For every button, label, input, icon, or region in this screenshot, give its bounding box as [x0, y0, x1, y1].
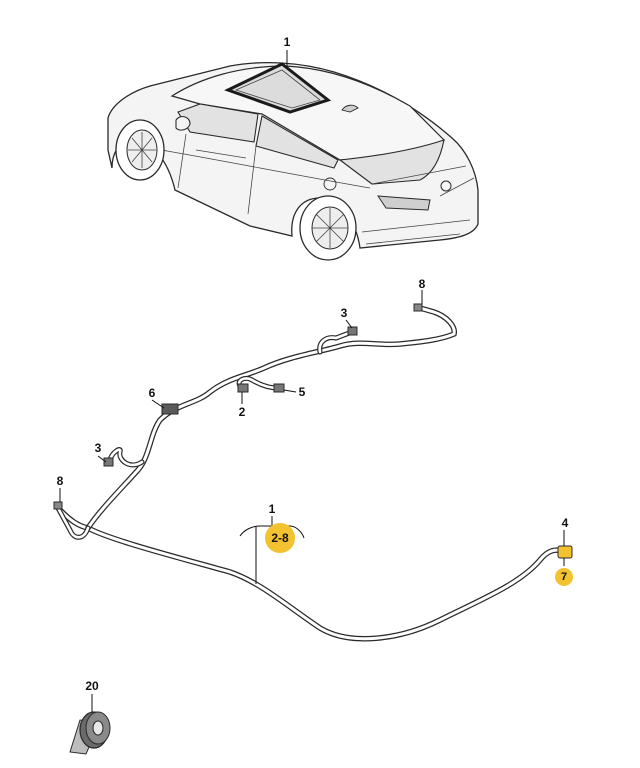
callout-connector-4: 4: [561, 516, 569, 530]
car-rear-wheel: [299, 195, 357, 261]
end-8-left: [53, 501, 63, 510]
connector-4: [557, 545, 573, 559]
callout-end-8-left: 8: [56, 474, 64, 488]
car-side-window-front: [177, 103, 259, 143]
car-front-wheel: [115, 119, 165, 181]
badge-hose-range: 2-8: [265, 523, 295, 553]
callout-tape-20: 20: [85, 679, 99, 693]
car-rear-window: [338, 139, 445, 185]
callout-holder-6: 6: [148, 386, 156, 400]
badge-part-7: 7: [555, 568, 573, 586]
callout-clip-3-upper: 3: [340, 306, 348, 320]
clip-3-upper: [347, 326, 358, 336]
holder-6: [161, 403, 179, 415]
car-illustration: [107, 61, 479, 261]
callout-clip-3-left: 3: [94, 441, 102, 455]
car-side-window-rear: [255, 115, 339, 169]
callout-clip-2: 2: [238, 405, 246, 419]
drain-hose-assembly: [53, 303, 573, 642]
clip-2: [237, 383, 249, 393]
callout-hose-1: 1: [268, 502, 276, 516]
callout-end-8-right: 8: [418, 277, 426, 291]
grommet-5: [273, 383, 285, 393]
end-8-right: [413, 303, 423, 312]
tape-roll-20: [69, 694, 111, 755]
callout-car-1: 1: [283, 35, 291, 49]
callout-grommet-5: 5: [298, 385, 306, 399]
car-sunroof-seal: [224, 62, 332, 114]
car-mirror: [175, 115, 191, 131]
leader-lines: [59, 290, 565, 584]
car-taillight: [377, 195, 431, 211]
clip-3-left: [103, 457, 114, 467]
